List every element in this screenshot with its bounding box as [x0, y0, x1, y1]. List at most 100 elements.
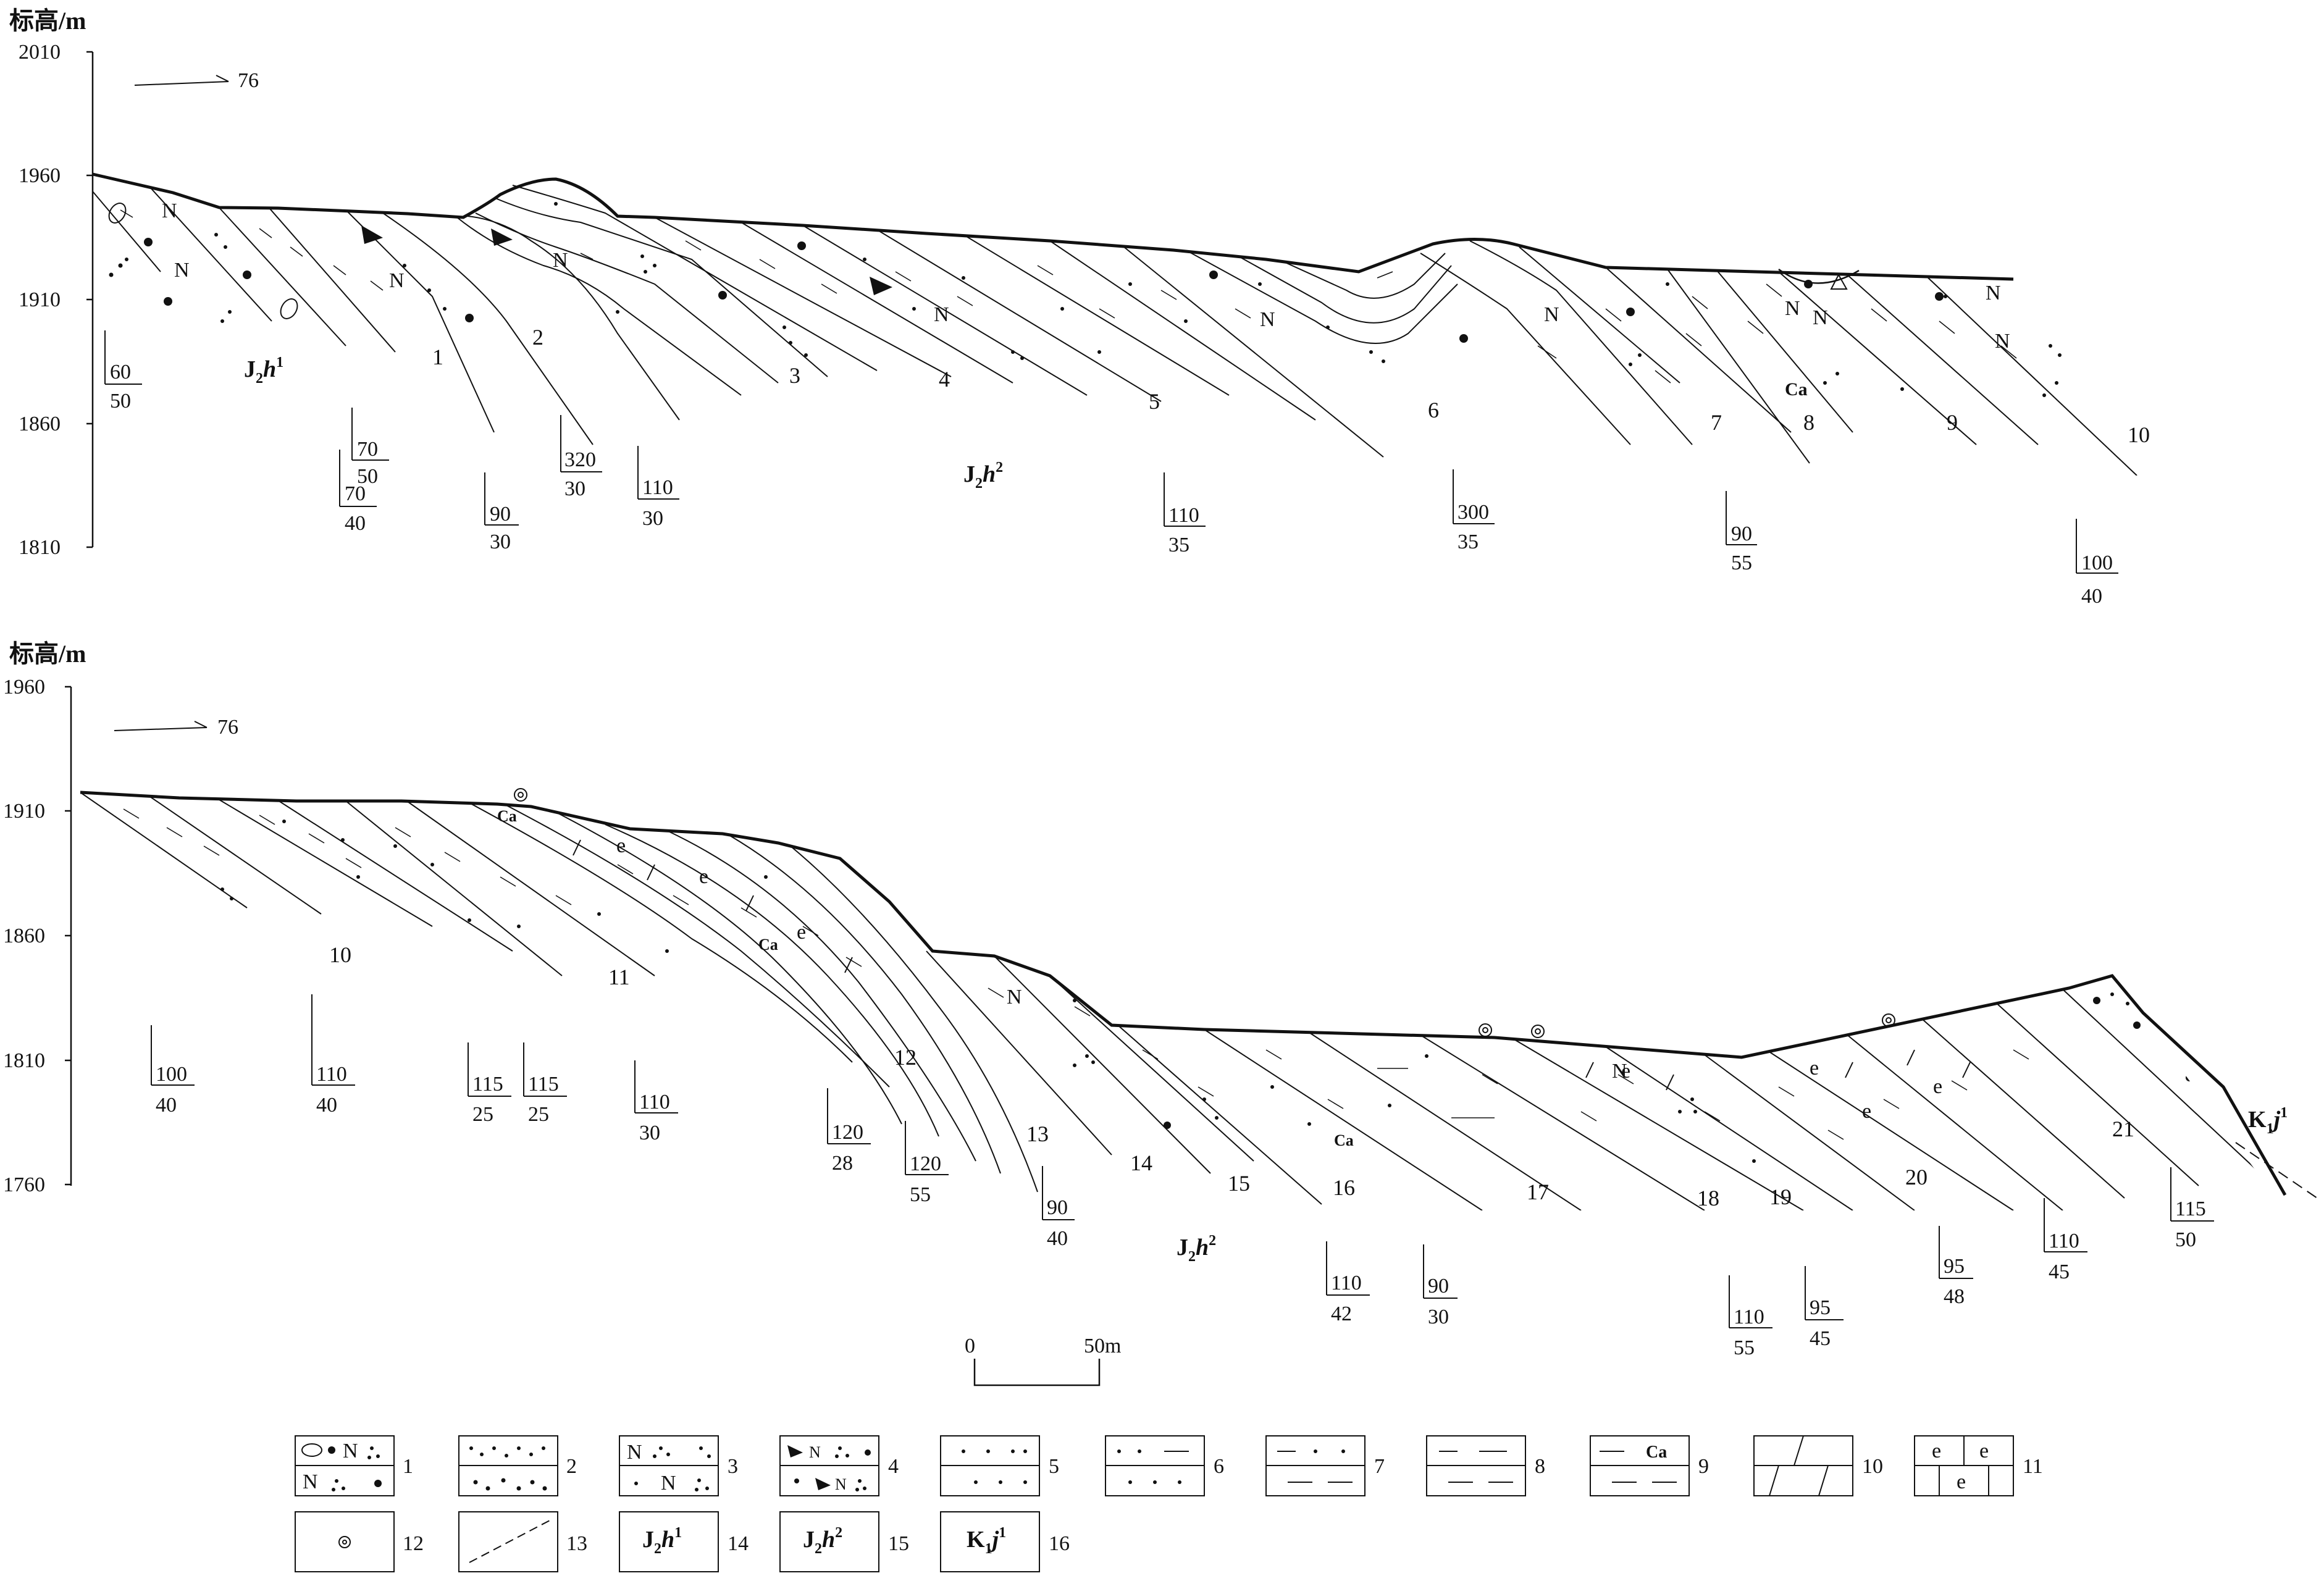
oolite-symbols: e e e e e e e [616, 834, 1942, 1123]
attitude-marker: 110 42 [1326, 1241, 1370, 1325]
legend-item-10: 10 [1753, 1435, 1883, 1496]
svg-text:N: N [1612, 1060, 1627, 1083]
legend-number: 9 [1698, 1455, 1709, 1478]
attitude-dip: 55 [1734, 1336, 1755, 1359]
bed-number: 12 [894, 1045, 917, 1070]
lithology-dashes [123, 808, 2029, 1140]
attitude-strike: 110 [316, 1063, 347, 1086]
attitude-marker: 110 40 [311, 994, 355, 1117]
calcareous-bars [573, 839, 1971, 1091]
attitude-dip: 35 [1168, 534, 1189, 556]
attitude-dip: 30 [490, 530, 511, 553]
attitude-marker: 90 55 [1726, 491, 1757, 574]
legend-number: 6 [1214, 1455, 1224, 1478]
attitude-strike: 115 [472, 1073, 503, 1096]
legend-item-4: N N 4 [779, 1435, 899, 1496]
y-tick-label: 1960 [19, 164, 61, 187]
upper-strata: N N N N N N N N N N N [93, 185, 2137, 476]
attitude-dip: 30 [642, 507, 663, 530]
bed-number: 17 [1527, 1180, 1549, 1204]
svg-text:N: N [1007, 986, 1022, 1009]
legend-symbol-text: e [1957, 1470, 1966, 1493]
legend-item-8: 8 [1426, 1435, 1545, 1496]
legend-item-14: J2h1 14 [619, 1511, 749, 1572]
breccia-triangle [1830, 273, 1848, 290]
attitude-marker: 120 55 [905, 1121, 949, 1206]
y-tick-label: 1910 [3, 800, 45, 823]
attitude-marker: 90 40 [1042, 1166, 1075, 1250]
svg-text:N: N [162, 199, 177, 222]
attitude-strike: 90 [490, 503, 511, 526]
legend-symbol-text: e [1932, 1440, 1941, 1462]
legend-symbol-text: e [1979, 1440, 1989, 1462]
svg-text:N: N [1995, 330, 2010, 353]
attitude-strike: 70 [345, 482, 366, 505]
lithic-triangles [361, 225, 892, 295]
legend-number: 15 [888, 1532, 909, 1555]
attitude-dip: 55 [910, 1183, 931, 1206]
y-tick-label: 1860 [19, 413, 61, 435]
attitude-dip: 45 [1810, 1327, 1831, 1350]
attitude-marker: 110 30 [634, 1060, 678, 1144]
attitude-dip: 30 [564, 477, 585, 500]
upper-section: 标高/m 2010 1960 1910 1860 1810 76 [9, 7, 2150, 608]
attitude-marker: 70 50 [351, 408, 389, 488]
bed-number: 9 [1947, 410, 1958, 435]
gravel-dots [144, 238, 2123, 396]
attitude-dip: 25 [472, 1103, 493, 1126]
formation-label: J2h2 [1177, 1233, 1216, 1265]
svg-text:e: e [1862, 1100, 1871, 1123]
attitude-dip: 48 [1944, 1285, 1965, 1308]
attitude-marker: 300 35 [1453, 469, 1495, 553]
elevation-label: 标高/m [9, 7, 86, 35]
attitude-strike: 100 [2081, 551, 2113, 574]
attitude-strike: 100 [156, 1063, 187, 1086]
y-tick-label: 1810 [3, 1049, 45, 1072]
attitude-strike: 300 [1458, 501, 1489, 524]
attitude-dip: 40 [2081, 585, 2102, 608]
elevation-label: 标高/m [9, 640, 86, 668]
sand-dots [109, 202, 2062, 397]
svg-text:e: e [699, 865, 708, 888]
elevation-ticks: 2010 1960 1910 1860 1810 [19, 41, 93, 559]
attitude-readings: 60 50 70 50 70 40 90 30 320 30 110 30 11… [104, 330, 2118, 608]
attitude-strike: 120 [910, 1152, 941, 1175]
scale-end-label: 50m [1084, 1335, 1121, 1357]
attitude-dip: 35 [1458, 530, 1479, 553]
attitude-strike: 110 [1734, 1306, 1764, 1328]
formation-label: J2h1 [244, 354, 283, 387]
legend-item-13: 13 [458, 1511, 587, 1572]
direction-label: 76 [238, 69, 259, 92]
svg-text:N: N [627, 1441, 642, 1464]
lower-section: 标高/m 1960 1910 1860 1810 1760 76 [3, 640, 2318, 1359]
y-tick-label: 2010 [19, 41, 61, 64]
attitude-strike: 90 [1731, 522, 1752, 545]
quaternary-pocket [1778, 268, 1860, 284]
attitude-strike: 320 [564, 448, 596, 471]
legend-item-11: e e e 11 [1914, 1435, 2043, 1496]
bed-number: 8 [1803, 410, 1814, 435]
bed-number: 6 [1428, 398, 1439, 422]
bed-number: 13 [1026, 1122, 1049, 1146]
fossil-icon [514, 788, 1895, 1038]
direction-arrow: 76 [114, 716, 238, 739]
bed-number: 4 [939, 367, 950, 392]
legend-item-16: K1j1 16 [940, 1511, 1070, 1572]
attitude-dip: 40 [1047, 1227, 1068, 1250]
legend-number: 3 [728, 1455, 738, 1478]
attitude-marker: 90 30 [1423, 1244, 1458, 1328]
attitude-strike: 110 [1331, 1272, 1362, 1294]
attitude-dip: 28 [832, 1152, 853, 1175]
attitude-dip: 40 [156, 1094, 177, 1117]
attitude-readings: 100 40 110 40 115 25 115 25 110 30 120 2… [151, 994, 2214, 1359]
svg-text:e: e [1621, 1060, 1630, 1083]
formation-label: K1j1 [2248, 1105, 2288, 1137]
calcareous-mark: Ca [497, 807, 517, 825]
fault-line [2235, 1142, 2318, 1199]
legend-item-3: N N 3 [619, 1435, 738, 1496]
bedding-lines [80, 792, 2261, 1210]
svg-text:N: N [303, 1470, 318, 1493]
bed-number: 7 [1711, 410, 1722, 435]
legend-number: 2 [566, 1455, 577, 1478]
